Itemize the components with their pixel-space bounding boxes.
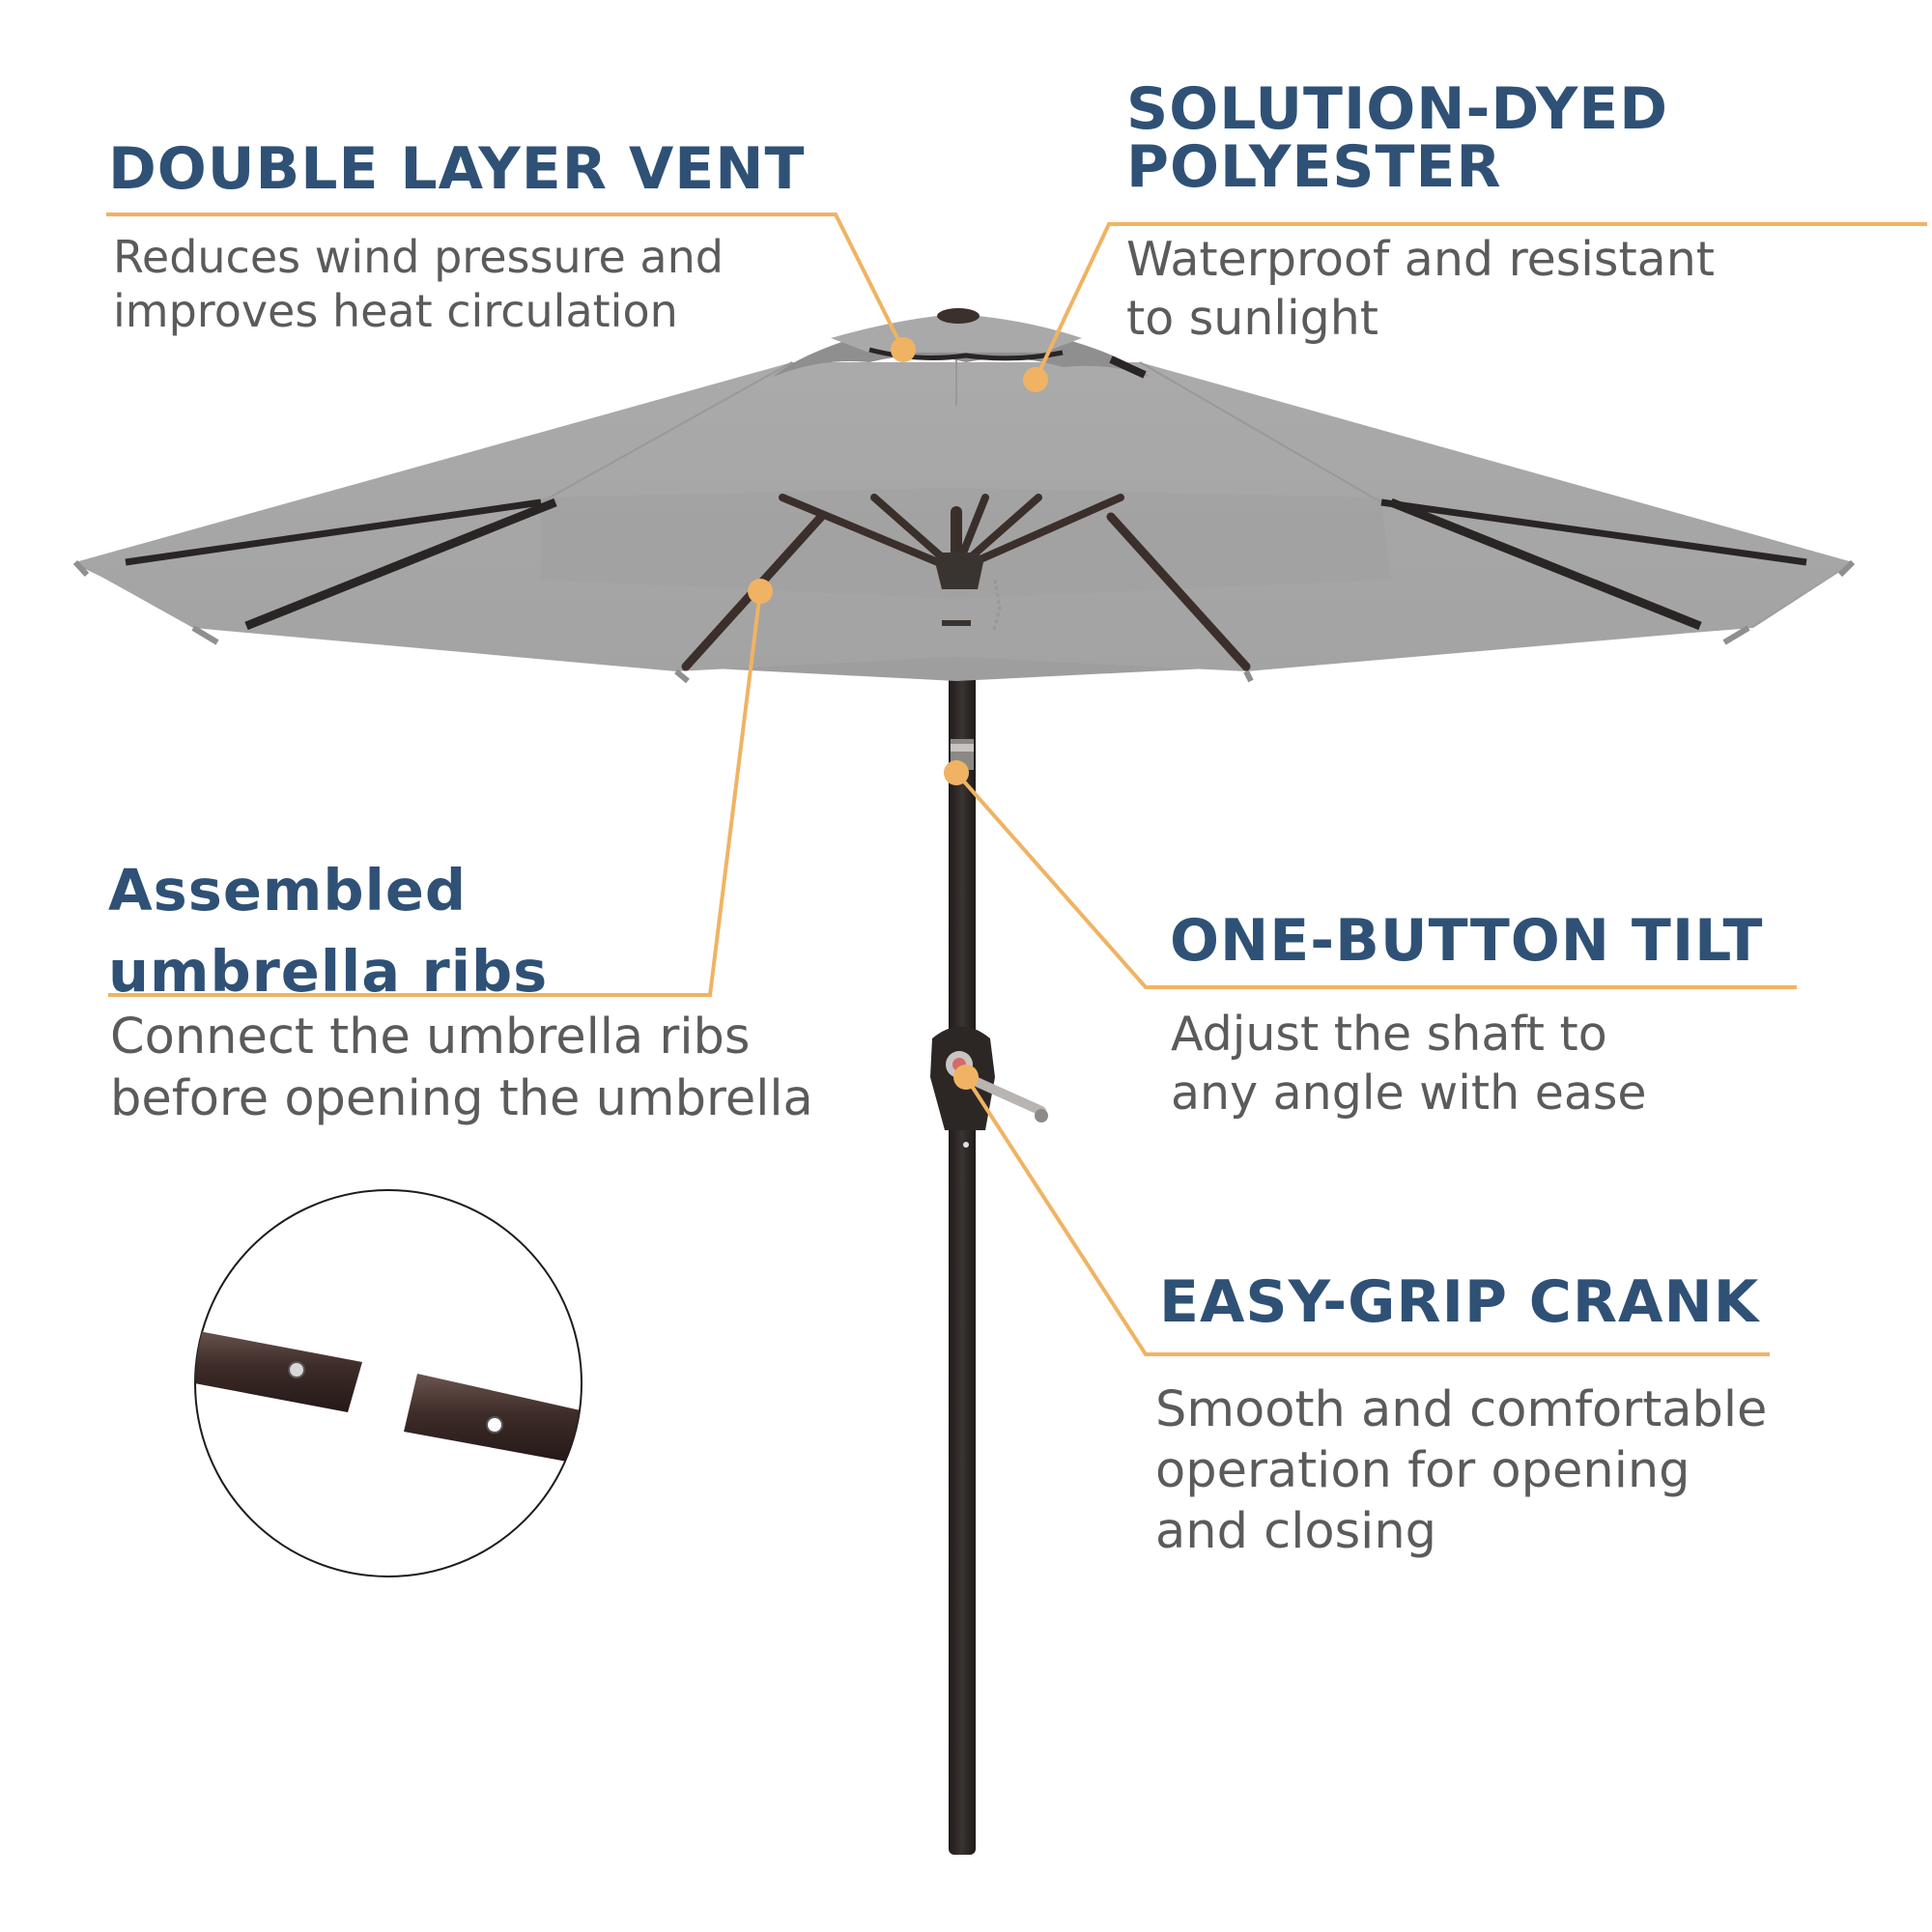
callout-lines: [106, 213, 1927, 1356]
ribs-title: Assembled umbrella ribs: [108, 850, 548, 1012]
umbrella-canopy: [72, 357, 1856, 684]
fabric-description: Waterproof and resistant to sunlight: [1126, 230, 1715, 349]
ribs-title-line-1: Assembled: [108, 857, 468, 923]
vent-description: Reduces wind pressure and improves heat …: [113, 230, 724, 338]
crank-description-line-2: operation for opening: [1155, 1442, 1690, 1500]
vent-description-line-2: improves heat circulation: [113, 285, 678, 338]
crank-description-line-3: and closing: [1155, 1503, 1437, 1561]
tilt-title: ONE-BUTTON TILT: [1170, 907, 1764, 975]
rib-piece-left: [195, 1328, 362, 1412]
fabric-description-line-2: to sunlight: [1126, 291, 1379, 347]
umbrella-pole: [949, 497, 976, 1855]
fabric-title: SOLUTION-DYED POLYESTER: [1126, 80, 1668, 196]
ribs-description-line-1: Connect the umbrella ribs: [110, 1009, 751, 1065]
rib-detail-circle: [194, 1189, 582, 1577]
callout-dots: [748, 337, 1048, 1090]
tilt-description-line-1: Adjust the shaft to: [1171, 1007, 1607, 1062]
rib-piece-right: [404, 1374, 582, 1463]
fabric-description-line-1: Waterproof and resistant: [1126, 232, 1715, 287]
crank-title: EASY-GRIP CRANK: [1159, 1268, 1760, 1336]
tilt-description-line-2: any angle with ease: [1171, 1065, 1647, 1122]
fabric-title-line-1: SOLUTION-DYED: [1126, 75, 1669, 143]
tilt-description: Adjust the shaft to any angle with ease: [1171, 1005, 1647, 1123]
ribs-description-line-2: before opening the umbrella: [110, 1069, 813, 1127]
ribs-title-line-2: umbrella ribs: [108, 937, 549, 1005]
vent-title: DOUBLE LAYER VENT: [108, 135, 806, 203]
crank-housing: [930, 1026, 1048, 1148]
fabric-title-line-2: POLYESTER: [1126, 133, 1502, 201]
crank-description-line-1: Smooth and comfortable: [1155, 1381, 1768, 1438]
umbrella-hub: [935, 553, 1002, 634]
crank-description: Smooth and comfortable operation for ope…: [1155, 1379, 1767, 1563]
ribs-description: Connect the umbrella ribs before opening…: [110, 1007, 813, 1130]
vent-description-line-1: Reduces wind pressure and: [113, 231, 724, 283]
